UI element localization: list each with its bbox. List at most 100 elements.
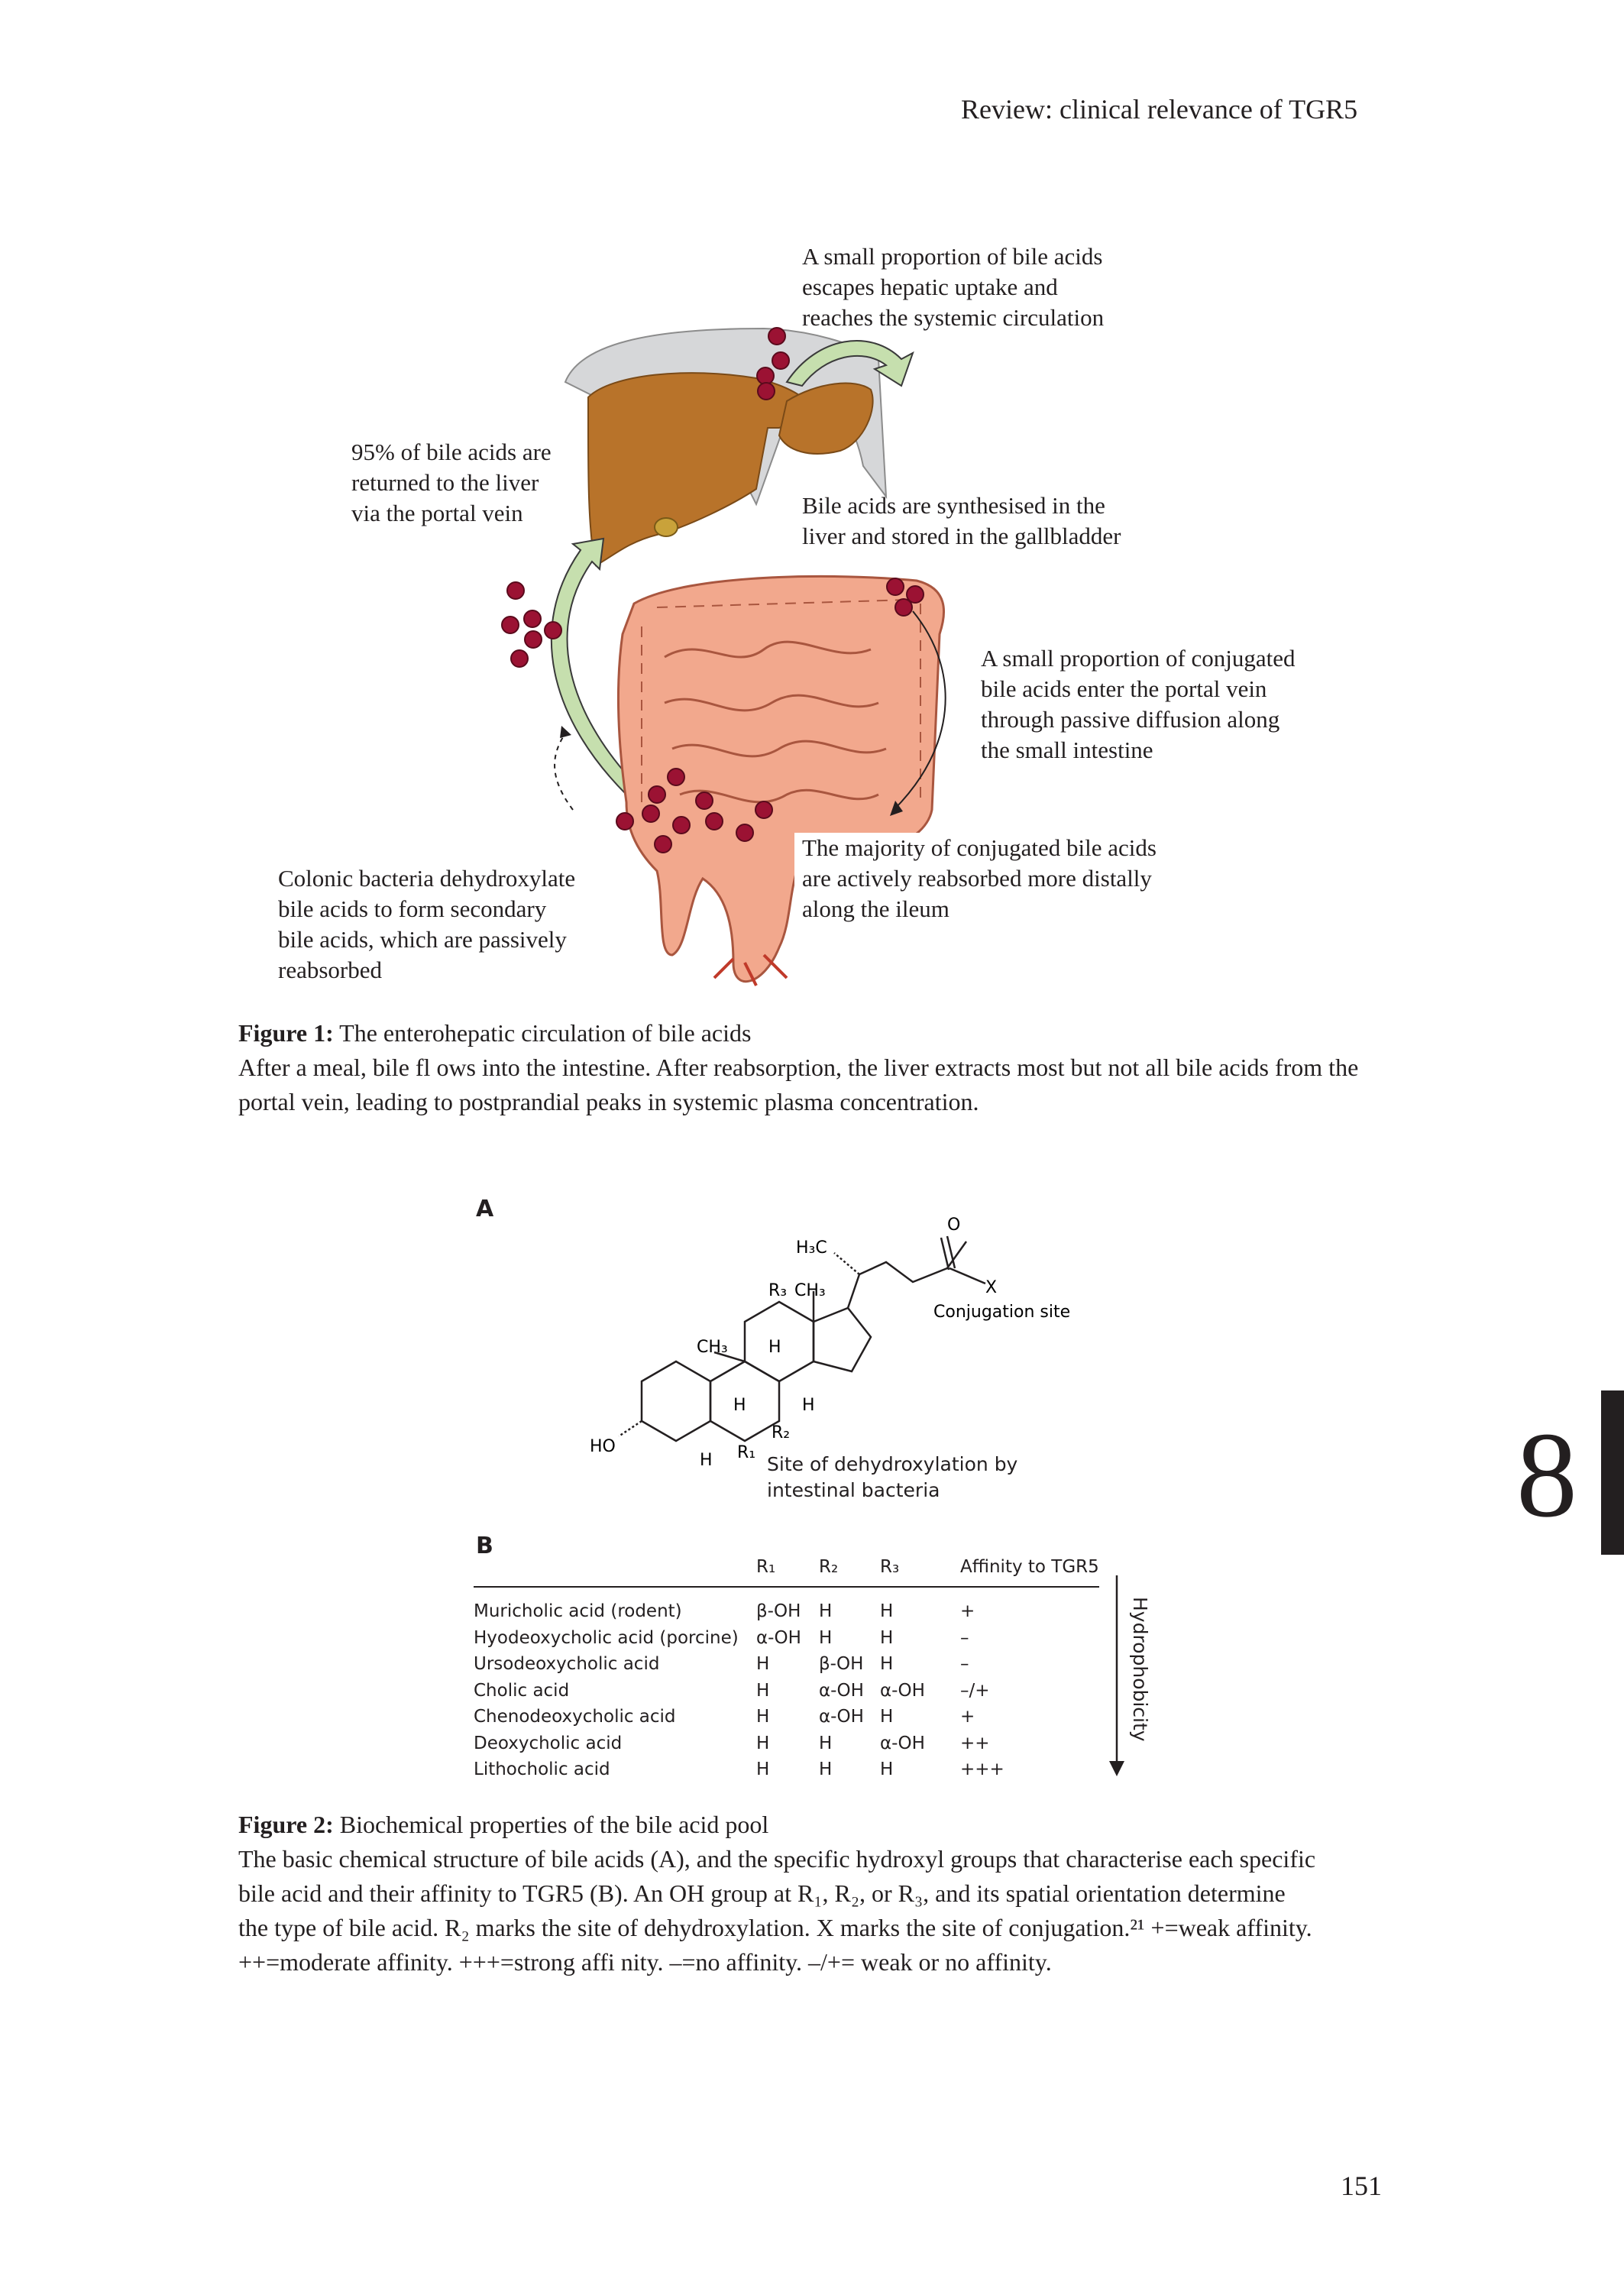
figure2-label: Figure 2: [238, 1811, 334, 1838]
bile-acid-dot [772, 351, 790, 370]
table-cell: – [960, 1627, 969, 1648]
bile-acid-dot [757, 382, 775, 400]
annotation-synthesis: Bile acids are synthesised in the liver … [802, 490, 1121, 552]
bile-acid-dot [523, 610, 542, 628]
ho-label: HO [590, 1437, 616, 1456]
figure2-caption-line: ++=moderate affinity. +++=strong affi ni… [238, 1948, 1052, 1976]
annotation-escape: A small proportion of bile acids escapes… [802, 241, 1104, 333]
table-cell: H [819, 1601, 833, 1622]
annotation-line: through passive diffusion along [981, 706, 1280, 733]
annotation-line: escapes hepatic uptake and [802, 274, 1058, 300]
bile-acid-dots [501, 327, 924, 853]
note-line: intestinal bacteria [767, 1479, 940, 1501]
annotation-line: along the ileum [802, 895, 949, 922]
figure1-caption: Figure 1: The enterohepatic circulation … [238, 1016, 1388, 1119]
bile-acid-dot [654, 835, 672, 853]
annotation-colonic: Colonic bacteria dehydroxylate bile acid… [278, 863, 584, 986]
bacteria-arrowhead [560, 726, 571, 738]
liver-right-lobe [778, 382, 874, 455]
annotation-line: Colonic bacteria dehydroxylate [278, 865, 576, 892]
carbonyl-bond-2 [946, 1235, 956, 1269]
h-b-label: H [802, 1396, 815, 1415]
table-cell: Hyodeoxycholic acid (porcine) [474, 1627, 739, 1648]
table-cell: + [960, 1707, 975, 1727]
h-mid-label: H [768, 1338, 781, 1357]
bile-acid-structure: O H₃C R₃ CH₃ X Conjugation site CH₃ H H … [590, 1216, 1070, 1470]
table-cell: β-OH [819, 1654, 864, 1675]
annotation-line: the small intestine [981, 736, 1153, 763]
methyl-bond [713, 1351, 746, 1363]
r2-label: R₂ [772, 1423, 790, 1442]
figure2-caption-line: the type of bile acid. R₂ marks the site… [238, 1914, 1312, 1941]
figure2-caption: Figure 2: Biochemical properties of the … [238, 1808, 1388, 1980]
table-cell: – [960, 1654, 969, 1675]
table-cell: +++ [960, 1759, 1004, 1780]
table-cell: α-OH [880, 1680, 925, 1701]
ring-a [640, 1360, 712, 1442]
ch3-top-label: CH₃ [794, 1281, 826, 1300]
table-cell: H [819, 1733, 833, 1753]
table-cell: H [756, 1680, 770, 1701]
bile-acid-dot [506, 581, 525, 600]
table-header: R₃ [880, 1556, 960, 1588]
enterohepatic-illustration [501, 327, 946, 986]
table-header: R₁ [756, 1556, 819, 1588]
figure2-caption-line: The basic chemical structure of bile aci… [238, 1845, 1316, 1873]
ring-d [812, 1306, 872, 1373]
table-cell: –/+ [960, 1680, 990, 1701]
annotation-passive-diffusion: A small proportion of conjugated bile ac… [981, 643, 1296, 766]
table-cell: α-OH [819, 1680, 864, 1701]
table-cell: H [756, 1654, 770, 1675]
h-a-label: H [733, 1396, 746, 1415]
bile-acid-dot [667, 768, 685, 786]
hydrophobicity-arrow [1109, 1575, 1124, 1776]
reabsorption-arrowhead [890, 801, 903, 816]
bile-acid-dot [755, 801, 773, 819]
chapter-number: 8 [1516, 1407, 1577, 1543]
annotation-line: reaches the systemic circulation [802, 304, 1105, 331]
table-header-row: R₁ R₂ R₃ Affinity to TGR5 [474, 1556, 1099, 1588]
note-line: Site of dehydroxylation by [767, 1453, 1018, 1475]
figure1-caption-text: After a meal, bile fl ows into the intes… [238, 1054, 1359, 1115]
bile-acid-dot [642, 804, 660, 823]
table-cell: + [960, 1601, 975, 1622]
bile-acid-dot [768, 327, 786, 345]
bile-acid-dot [705, 812, 723, 830]
bile-acid-dot [544, 621, 562, 639]
vessel-lines [713, 953, 788, 986]
table-cell: Ursodeoxycholic acid [474, 1654, 660, 1675]
table-cell: H [756, 1759, 770, 1780]
table-cell: α-OH [880, 1733, 925, 1753]
hydrophobicity-label: Hydrophobicity [1129, 1597, 1151, 1742]
bile-acid-dot [894, 598, 913, 617]
bile-acid-dot [886, 578, 904, 596]
table-cell: ++ [960, 1733, 990, 1753]
annotation-line: are actively reabsorbed more distally [802, 865, 1152, 892]
annotation-line: liver and stored in the gallbladder [802, 523, 1121, 549]
r3-label: R₃ [768, 1281, 787, 1300]
annotation-line: bile acids, which are passively [278, 926, 567, 953]
table-cell: Chenodeoxycholic acid [474, 1707, 676, 1727]
intestine-shape [617, 575, 945, 983]
table-cell: α-OH [756, 1627, 801, 1648]
annotation-line: reabsorbed [278, 957, 382, 983]
dehydroxylation-note: Site of dehydroxylation by intestinal ba… [767, 1452, 1017, 1504]
table-cell: Deoxycholic acid [474, 1733, 623, 1753]
page-number: 151 [1341, 2171, 1382, 2201]
annotation-portal: 95% of bile acids are returned to the li… [351, 437, 559, 529]
small-intestine-loops [664, 640, 887, 804]
chapter-tab [1601, 1390, 1624, 1555]
annotation-line: Bile acids are synthesised in the [802, 492, 1105, 519]
colon-haustra [641, 599, 921, 810]
panel-b-label: B [476, 1533, 493, 1559]
annotation-majority: The majority of conjugated bile acids ar… [794, 833, 1164, 924]
annotation-line: bile acids enter the portal vein [981, 675, 1267, 702]
table-cell: H [819, 1627, 833, 1648]
portal-vein-arrow [550, 537, 639, 796]
table-header: R₂ [819, 1556, 880, 1588]
table-cell: Lithocholic acid [474, 1759, 610, 1780]
